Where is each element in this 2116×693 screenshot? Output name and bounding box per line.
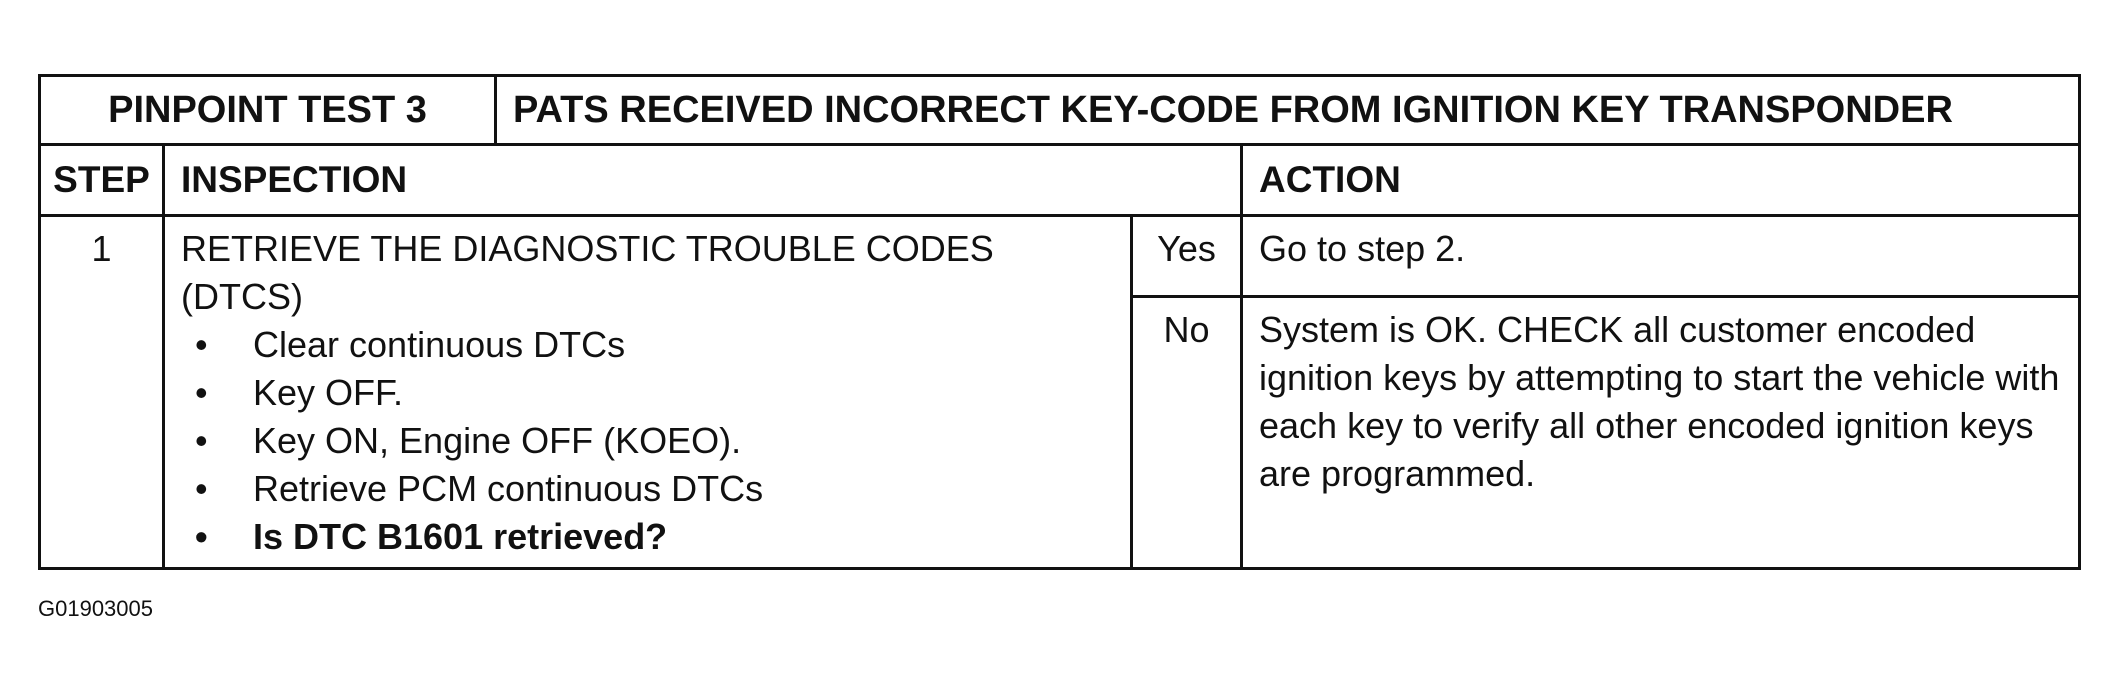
- column-header-row: STEP INSPECTION ACTION: [38, 143, 2082, 217]
- list-item: •Key ON, Engine OFF (KOEO).: [181, 417, 1118, 465]
- list-item-question: •Is DTC B1601 retrieved?: [181, 513, 1118, 561]
- list-item: •Clear continuous DTCs: [181, 321, 1118, 369]
- step-column-header: STEP: [38, 143, 165, 217]
- test-title: PATS RECEIVED INCORRECT KEY-CODE FROM IG…: [494, 74, 2082, 146]
- list-item: •Key OFF.: [181, 369, 1118, 417]
- test-header-row: PINPOINT TEST 3 PATS RECEIVED INCORRECT …: [37, 74, 2082, 146]
- bullet-icon: •: [195, 324, 208, 365]
- answer-yes: Yes: [1130, 214, 1244, 298]
- action-yes: Go to step 2.: [1240, 214, 2082, 298]
- bullet-icon: •: [195, 516, 208, 557]
- action-column-header: ACTION: [1240, 143, 2082, 217]
- inspection-title: RETRIEVE THE DIAGNOSTIC TROUBLE CODES (D…: [181, 228, 994, 317]
- pinpoint-test-document: PINPOINT TEST 3 PATS RECEIVED INCORRECT …: [37, 74, 2082, 570]
- inspection-column-header: INSPECTION: [161, 143, 1244, 217]
- bullet-icon: •: [195, 468, 208, 509]
- test-number-label: PINPOINT TEST 3: [37, 74, 498, 146]
- step-row-no: No System is OK. CHECK all customer enco…: [40, 295, 2082, 570]
- pinpoint-test-table: PINPOINT TEST 3 PATS RECEIVED INCORRECT …: [37, 74, 2082, 570]
- bullet-icon: •: [195, 372, 208, 413]
- list-item: •Retrieve PCM continuous DTCs: [181, 465, 1118, 513]
- step-number: 1: [38, 214, 165, 570]
- inspection-bullet-list: •Clear continuous DTCs •Key OFF. •Key ON…: [181, 321, 1118, 561]
- figure-id: G01903005: [38, 596, 153, 621]
- inspection-cell: RETRIEVE THE DIAGNOSTIC TROUBLE CODES (D…: [161, 214, 1134, 570]
- action-no: System is OK. CHECK all customer encoded…: [1240, 295, 2082, 570]
- step-row-yes: 1 RETRIEVE THE DIAGNOSTIC TROUBLE CODES …: [38, 214, 2082, 570]
- bullet-icon: •: [195, 420, 208, 461]
- answer-no: No: [1130, 295, 1244, 570]
